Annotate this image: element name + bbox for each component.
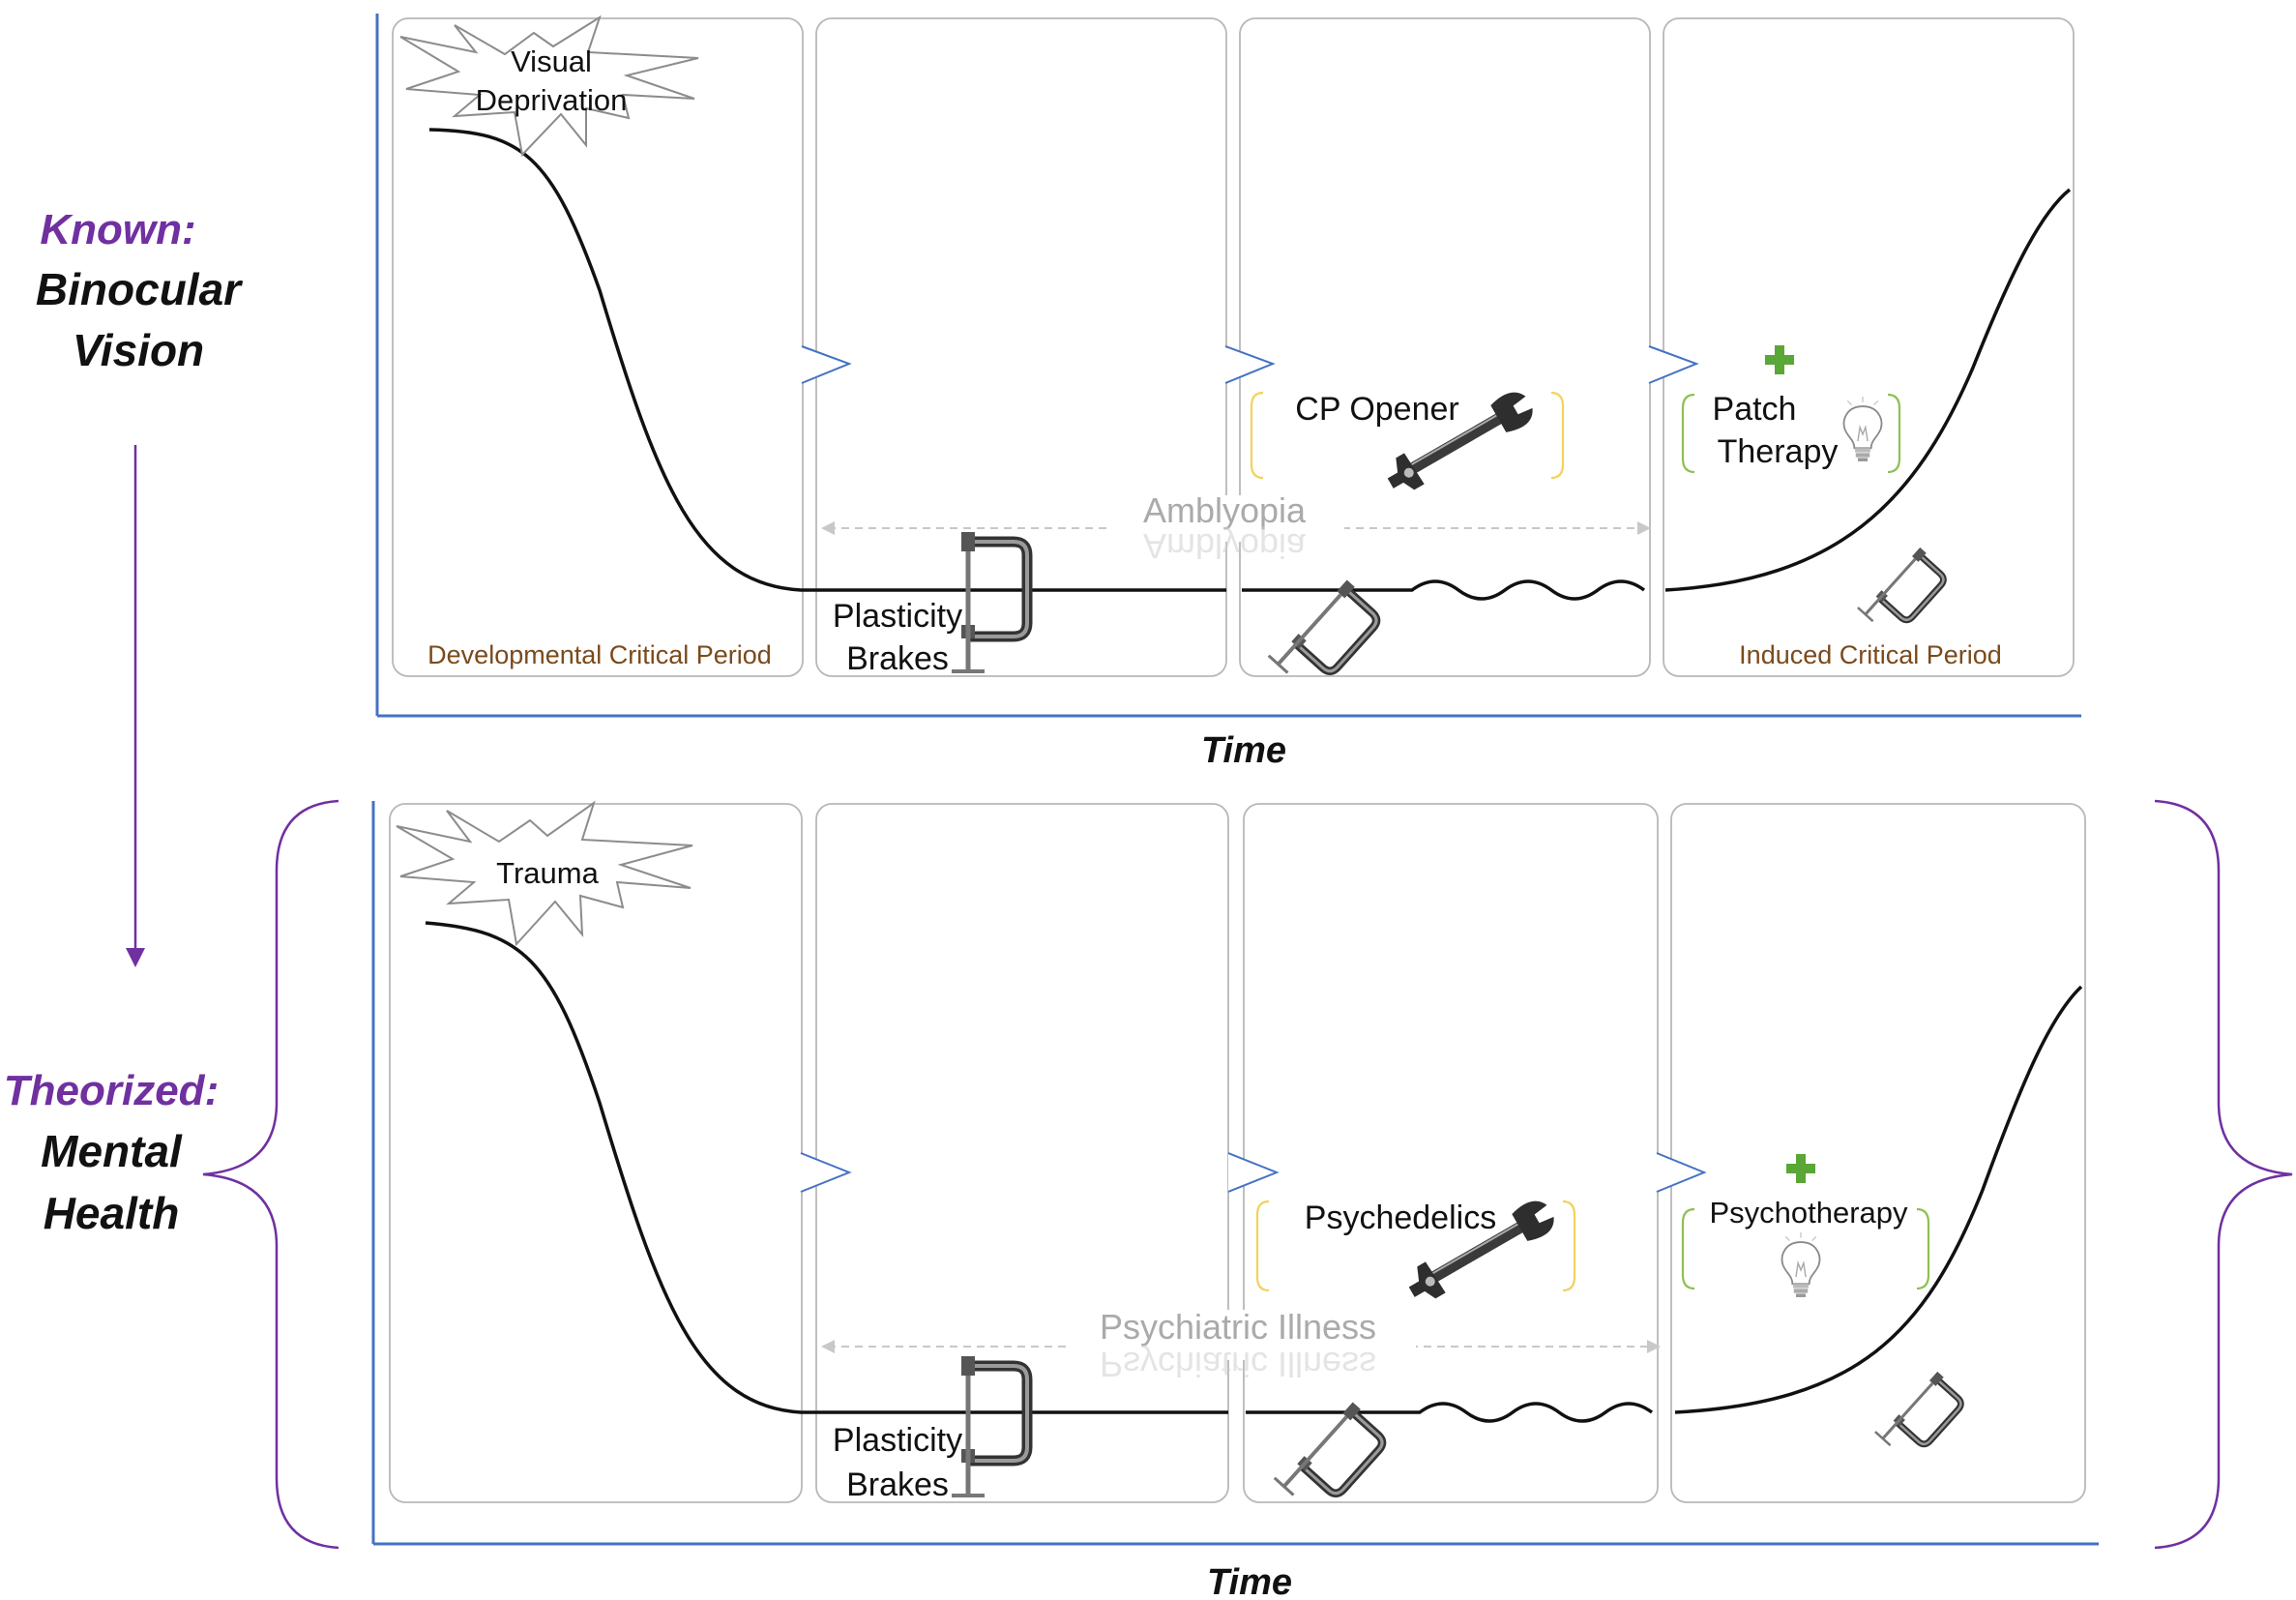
- brakes-label: Brakes: [846, 640, 949, 677]
- patch-label: Patch: [1713, 391, 1797, 428]
- c-clamp-icon: [952, 1356, 1027, 1496]
- health-label: Health: [44, 1188, 180, 1238]
- cp-opener-bracket-right: [1550, 391, 1565, 480]
- bottom-chevron-2: [1227, 1152, 1280, 1193]
- top-chevron-3: [1648, 345, 1699, 384]
- psychiatric-illness-label: Psychiatric Illness: [1100, 1307, 1376, 1347]
- starburst-icon: [399, 15, 699, 158]
- starburst-icon: [396, 800, 693, 947]
- psychiatric-illness-reflection: Psychiatric Illness: [1100, 1345, 1376, 1384]
- c-clamp-icon: [1275, 1397, 1391, 1517]
- top-plasticity-curve-panel3: [1242, 579, 1646, 601]
- visual-label: Visual: [511, 44, 592, 78]
- psychotherapy-label: Psychotherapy: [1709, 1196, 1908, 1230]
- binocular-label: Binocular: [36, 264, 243, 314]
- psychedelics-label: Psychedelics: [1305, 1200, 1496, 1236]
- amblyopia-label: Amblyopia: [1143, 490, 1307, 530]
- bottom-plasticity-curve: [425, 921, 1228, 1414]
- plasticity-label: Plasticity: [833, 598, 962, 635]
- c-clamp-icon: [1858, 544, 1951, 639]
- plus-icon: [1765, 345, 1794, 374]
- top-time-label: Time: [1201, 730, 1286, 771]
- top-panel-induced: [1663, 17, 2075, 677]
- bottom-chevron-3: [1656, 1152, 1707, 1193]
- top-panel-brakes: [815, 17, 1227, 677]
- cp-opener-label: CP Opener: [1295, 391, 1458, 428]
- developmental-caption: Developmental Critical Period: [427, 640, 772, 669]
- cp-opener-bracket-left: [1250, 391, 1264, 480]
- induced-caption: Induced Critical Period: [1739, 640, 2002, 669]
- bottom-chevron-1: [800, 1152, 852, 1193]
- therapy-label: Therapy: [1718, 433, 1839, 470]
- bottom-time-label: Time: [1207, 1562, 1292, 1600]
- vision-label: Vision: [73, 325, 204, 375]
- lightbulb-icon: [1842, 396, 1883, 462]
- c-clamp-icon: [952, 532, 1027, 671]
- bottom-row: Trauma Plasticity Brakes Psychedelics Ps…: [371, 800, 2099, 1600]
- deprivation-label: Deprivation: [476, 83, 628, 117]
- c-clamp-icon: [1875, 1368, 1968, 1464]
- psychotherapy-bracket-right: [1916, 1207, 1930, 1290]
- known-label: Known:: [40, 206, 195, 253]
- bottom-plasticity-curve-panel4: [1674, 985, 2083, 1414]
- lightbulb-icon: [1781, 1231, 1821, 1298]
- brakes-label: Brakes: [846, 1467, 949, 1503]
- left-curly-brace-icon: [202, 799, 339, 1550]
- bottom-panel-induced: [1670, 803, 2086, 1503]
- top-row: Visual Deprivation Plasticity Brakes CP …: [375, 14, 2081, 771]
- psychedelics-bracket-left: [1255, 1200, 1270, 1292]
- psychedelics-bracket-right: [1562, 1200, 1576, 1292]
- patch-therapy-bracket-left: [1681, 393, 1695, 474]
- trauma-label: Trauma: [496, 856, 599, 890]
- plus-icon: [1786, 1154, 1815, 1183]
- bottom-panel-developmental: [389, 803, 803, 1503]
- bottom-plasticity-curve-panel3: [1246, 1402, 1654, 1423]
- top-plasticity-curve-panel4: [1664, 188, 2072, 592]
- top-panel-opener: [1239, 17, 1651, 677]
- top-chevron-1: [801, 345, 852, 384]
- right-curly-brace-icon: [2154, 799, 2293, 1550]
- top-chevron-2: [1224, 345, 1276, 384]
- amblyopia-reflection: Amblyopia: [1143, 526, 1307, 566]
- mental-label: Mental: [41, 1126, 183, 1176]
- top-plasticity-curve: [428, 128, 1226, 592]
- bottom-panel-opener: [1243, 803, 1659, 1503]
- patch-therapy-bracket-right: [1887, 393, 1901, 474]
- theorized-label: Theorized:: [4, 1067, 219, 1114]
- psychotherapy-bracket-left: [1681, 1207, 1695, 1290]
- plasticity-label: Plasticity: [833, 1422, 962, 1459]
